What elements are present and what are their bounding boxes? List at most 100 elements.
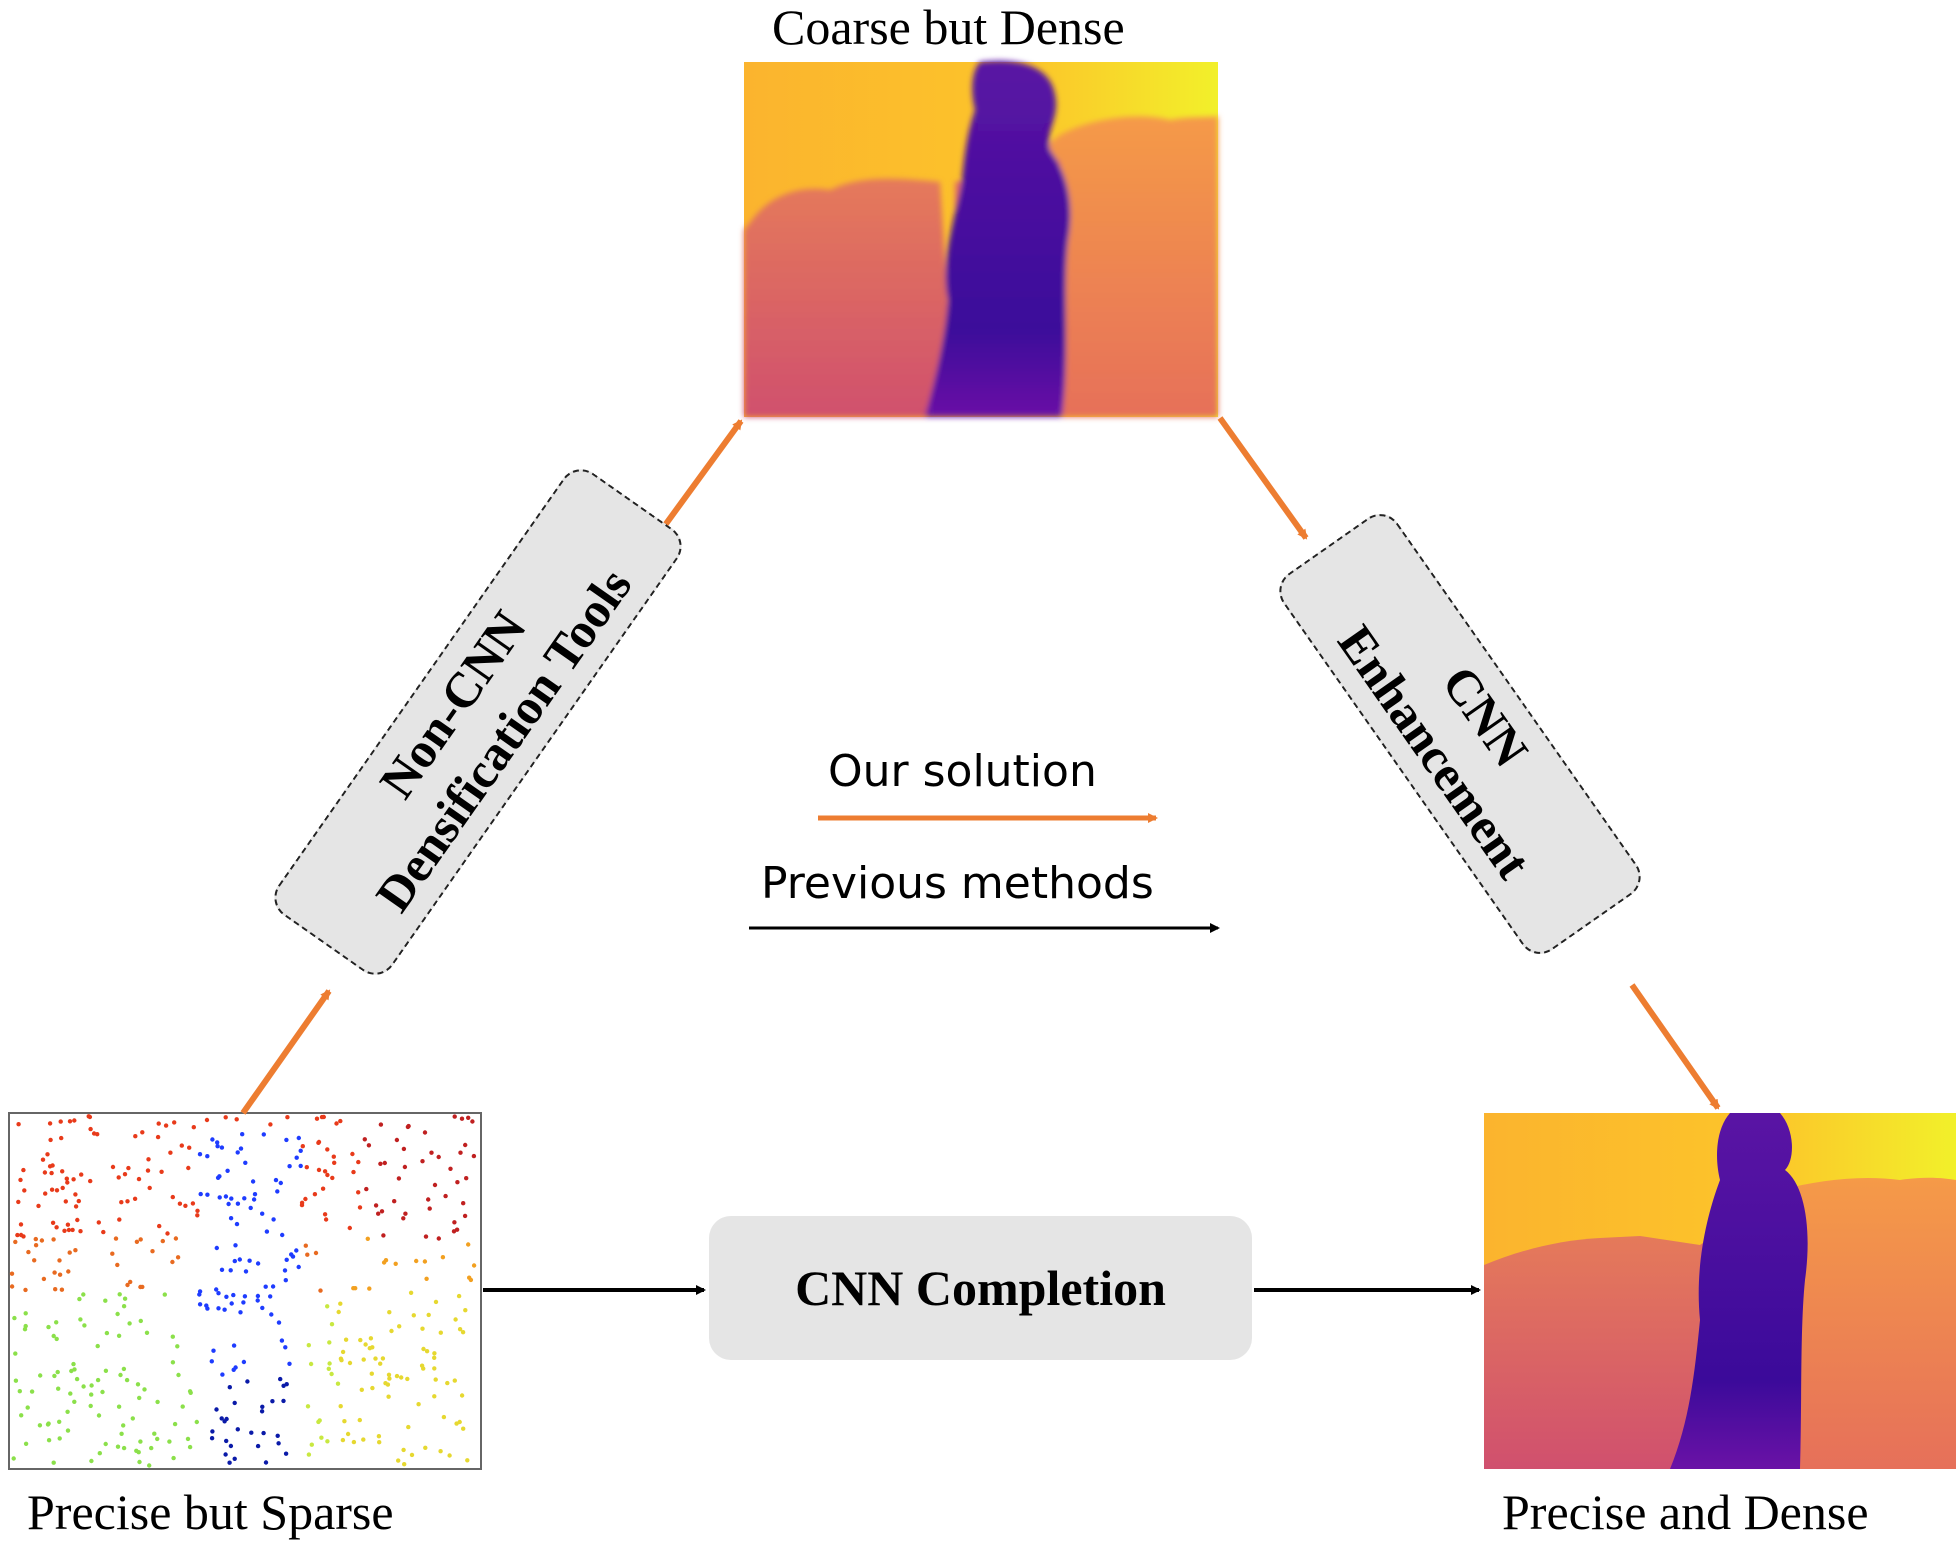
sparse-depth-point bbox=[462, 1213, 468, 1219]
sparse-depth-point bbox=[204, 1117, 210, 1123]
sparse-depth-point bbox=[16, 1199, 21, 1205]
sparse-depth-point bbox=[67, 1250, 72, 1255]
sparse-depth-point bbox=[276, 1320, 282, 1325]
sparse-depth-point bbox=[78, 1317, 83, 1322]
sparse-depth-point bbox=[217, 1195, 222, 1200]
sparse-depth-point bbox=[215, 1140, 220, 1145]
sparse-depth-point bbox=[19, 1413, 24, 1418]
sparse-depth-point bbox=[117, 1217, 122, 1222]
sparse-depth-point bbox=[426, 1197, 431, 1202]
sparse-depth-point bbox=[340, 1349, 346, 1355]
sparse-depth-point bbox=[373, 1356, 378, 1361]
sparse-depth-point bbox=[215, 1144, 220, 1149]
sparse-depth-point bbox=[170, 1334, 175, 1339]
sparse-depth-point bbox=[157, 1223, 162, 1229]
sparse-depth-point bbox=[160, 1238, 165, 1244]
sparse-depth-point bbox=[427, 1206, 432, 1211]
sparse-depth-point bbox=[133, 1134, 138, 1139]
arrow-sparse-to-noncnn bbox=[240, 989, 332, 1115]
sparse-depth-point bbox=[172, 1421, 178, 1427]
sparse-depth-point bbox=[134, 1239, 140, 1245]
sparse-depth-point bbox=[59, 1135, 64, 1141]
sparse-depth-point bbox=[338, 1118, 343, 1124]
sparse-depth-point bbox=[136, 1176, 142, 1182]
sparse-depth-point bbox=[287, 1361, 292, 1367]
sparse-depth-point bbox=[29, 1389, 35, 1394]
sparse-depth-point bbox=[162, 1292, 167, 1297]
sparse-depth-point bbox=[451, 1229, 457, 1234]
sparse-depth-point bbox=[443, 1193, 448, 1199]
sparse-depth-point bbox=[356, 1159, 361, 1165]
sparse-depth-point bbox=[209, 1359, 214, 1364]
sparse-depth-point bbox=[228, 1443, 234, 1449]
sparse-depth-point bbox=[234, 1221, 240, 1227]
sparse-depth-point bbox=[211, 1348, 216, 1353]
sparse-depth-point bbox=[260, 1305, 265, 1311]
sparse-depth-point bbox=[422, 1130, 428, 1135]
sparse-depth-point bbox=[205, 1192, 210, 1197]
sparse-depth-point bbox=[338, 1404, 343, 1409]
sparse-depth-point bbox=[121, 1445, 127, 1451]
sparse-depth-point bbox=[214, 1407, 219, 1412]
sparse-depth-point bbox=[316, 1139, 322, 1145]
sparse-depth-point bbox=[42, 1170, 48, 1175]
sparse-depth-point bbox=[401, 1146, 407, 1152]
sparse-depth-point bbox=[389, 1328, 394, 1334]
sparse-depth-point bbox=[255, 1293, 261, 1299]
sparse-depth-point bbox=[223, 1452, 228, 1457]
sparse-depth-point bbox=[53, 1287, 58, 1292]
sparse-depth-point bbox=[48, 1137, 53, 1143]
sparse-depth-point bbox=[229, 1196, 234, 1201]
sparse-depth-point bbox=[350, 1151, 355, 1157]
sparse-depth-point bbox=[296, 1264, 301, 1270]
sparse-depth-point bbox=[124, 1377, 130, 1383]
sparse-depth-point bbox=[259, 1409, 265, 1414]
sparse-depth-point bbox=[423, 1234, 429, 1239]
sparse-depth-point bbox=[16, 1122, 21, 1127]
sparse-depth-point bbox=[18, 1177, 23, 1183]
sparse-depth-point bbox=[79, 1172, 84, 1177]
sparse-depth-point bbox=[87, 1114, 93, 1120]
sparse-depth-point bbox=[471, 1263, 477, 1268]
sparse-depth-point bbox=[237, 1257, 242, 1262]
sparse-depth-point bbox=[411, 1313, 416, 1318]
sparse-depth-point bbox=[282, 1268, 288, 1273]
sparse-depth-point bbox=[65, 1222, 71, 1227]
sparse-depth-point bbox=[438, 1330, 443, 1335]
sparse-depth-point bbox=[287, 1164, 292, 1169]
sparse-depth-point bbox=[223, 1115, 228, 1120]
sparse-depth-point bbox=[284, 1382, 289, 1387]
sparse-depth-point bbox=[461, 1201, 466, 1206]
sparse-depth-point bbox=[116, 1333, 122, 1339]
sparse-depth-point bbox=[73, 1204, 79, 1209]
sparse-depth-point bbox=[421, 1346, 426, 1352]
sparse-depth-point bbox=[100, 1389, 105, 1395]
sparse-depth-point bbox=[278, 1376, 283, 1382]
sparse-depth-point bbox=[47, 1121, 53, 1126]
sparse-depth-point bbox=[198, 1191, 203, 1197]
sparse-depth-point bbox=[359, 1387, 364, 1393]
sparse-depth-point bbox=[432, 1366, 437, 1371]
sparse-depth-point bbox=[227, 1460, 232, 1465]
sparse-depth-point bbox=[300, 1144, 305, 1149]
sparse-depth-point bbox=[110, 1251, 115, 1256]
sparse-depth-point bbox=[95, 1377, 101, 1383]
sparse-depth-point bbox=[385, 1382, 391, 1387]
sparse-depth-point bbox=[298, 1148, 303, 1154]
sparse-depth-point bbox=[136, 1450, 141, 1455]
sparse-depth-point bbox=[121, 1304, 127, 1309]
sparse-depth-point bbox=[18, 1232, 24, 1238]
sparse-depth-point bbox=[367, 1286, 372, 1291]
sparse-depth-point bbox=[436, 1154, 441, 1160]
sparse-depth-point bbox=[242, 1294, 248, 1299]
sparse-depth-point bbox=[378, 1122, 384, 1127]
sparse-depth-point bbox=[57, 1419, 62, 1425]
sparse-depth-point bbox=[429, 1150, 434, 1155]
sparse-depth-point bbox=[195, 1213, 200, 1218]
sparse-depth-point bbox=[95, 1343, 100, 1349]
sparse-depth-point bbox=[329, 1322, 335, 1327]
sparse-depth-point bbox=[306, 1343, 311, 1348]
sparse-depth-point bbox=[275, 1189, 280, 1194]
sparse-depth-point bbox=[370, 1385, 375, 1391]
sparse-depth-point bbox=[142, 1387, 147, 1392]
